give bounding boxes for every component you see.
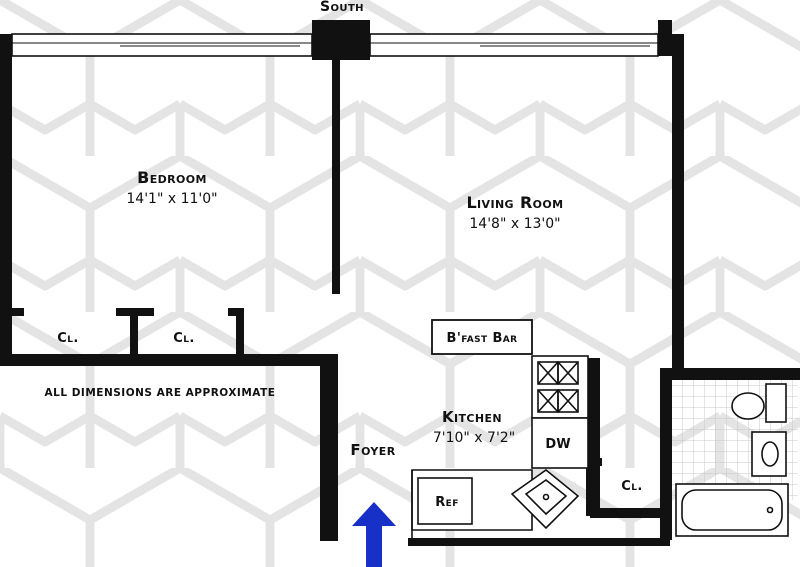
kitchen-dimensions: 7'10" x 7'2" xyxy=(433,430,515,446)
window-wall xyxy=(11,33,659,57)
closet-label-3: Cl. xyxy=(621,479,642,494)
closet-label-1: Cl. xyxy=(57,331,78,346)
dishwasher-label: DW xyxy=(545,437,570,452)
closet-label-2: Cl. xyxy=(173,331,194,346)
bedroom-dimensions: 14'1" x 11'0" xyxy=(126,191,217,207)
breakfast-bar-label: B'fast Bar xyxy=(447,331,518,346)
walls xyxy=(0,20,800,546)
kitchen-fixtures xyxy=(411,355,589,540)
compass-south-label: South xyxy=(320,0,364,15)
arrow-up-icon xyxy=(352,502,396,567)
foyer-name: Foyer xyxy=(350,441,395,459)
approximate-note: ALL DIMENSIONS ARE APPROXIMATE xyxy=(45,387,276,399)
refrigerator-label: Ref xyxy=(435,495,459,510)
kitchen-name: Kitchen xyxy=(442,408,502,426)
bedroom-name: Bedroom xyxy=(137,168,207,187)
breakfast-bar xyxy=(431,319,533,355)
living-room-dimensions: 14'8" x 13'0" xyxy=(469,216,560,232)
bathroom-fixtures xyxy=(675,383,789,537)
living-room-name: Living Room xyxy=(466,193,563,212)
